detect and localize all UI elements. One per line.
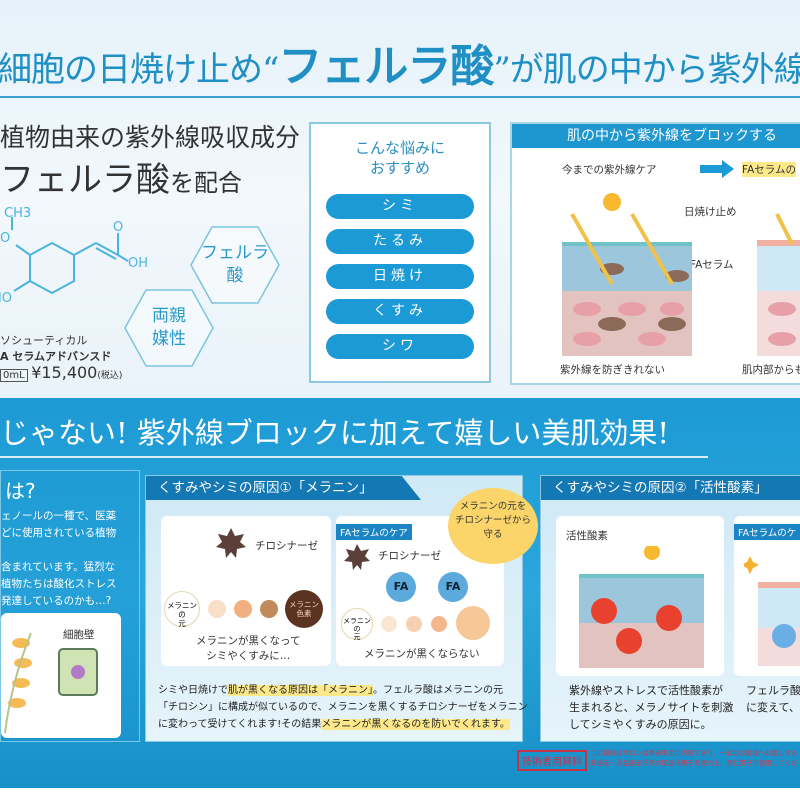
technician-material-stamp: 技術者用資料 bbox=[517, 750, 587, 771]
hex-badge-amphiphilic: 両親媒性 bbox=[124, 288, 214, 368]
concern-pill: シミ bbox=[326, 194, 474, 219]
ros-care-card: FAセラムのケ bbox=[734, 516, 800, 676]
divider bbox=[0, 456, 708, 458]
wheat-icon bbox=[4, 632, 32, 733]
cause2-tab: くすみやシミの原因②「活性酸素」 bbox=[541, 476, 800, 500]
ferulic-acid-molecule-icon: O CH3 O OH HO bbox=[0, 206, 148, 306]
cause2-description: 紫外線やストレスで活性酸素が生まれると、メラノサイトを刺激してシミやくすみの原因… bbox=[569, 684, 734, 731]
plant-cell-card: 細胞壁 bbox=[1, 613, 121, 738]
svg-text:CH3: CH3 bbox=[4, 206, 31, 221]
hex-badge-ferulic: フェルラ酸 bbox=[190, 225, 280, 305]
concern-pill: くすみ bbox=[326, 299, 474, 324]
concern-pill: シワ bbox=[326, 334, 474, 359]
skin-layers-illustration bbox=[562, 193, 800, 356]
svg-text:HO: HO bbox=[0, 291, 12, 306]
speech-bubble: メラニンの元をチロシナーゼから守る bbox=[448, 488, 538, 564]
about-ferulic-panel: は? ェノールの一種で、医薬 どに使用されている植物 含まれています。猛烈な 植… bbox=[0, 470, 140, 742]
recommended-concerns-box: こんな悩みにおすすめ シミ たるみ 日焼け くすみ シワ bbox=[309, 122, 491, 383]
concern-pill: 日焼け bbox=[326, 264, 474, 289]
svg-text:OH: OH bbox=[128, 256, 148, 271]
melanin-before-card: チロシナーゼ メラニンの元 メラニン色素 メラニンが黒くなってシミやくすみに… bbox=[161, 516, 331, 666]
cause2-panel: くすみやシミの原因②「活性酸素」 活性酸素 FAセラムのケ 紫外線やストレスで活… bbox=[540, 475, 800, 742]
page-title: 細胞の日焼け止め“フェルラ酸”が肌の中から紫外線ブ bbox=[0, 41, 800, 92]
ros-card: 活性酸素 bbox=[556, 516, 724, 676]
diagram-header: 肌の中から紫外線をブロックする bbox=[512, 124, 800, 148]
uv-block-diagram: 肌の中から紫外線をブロックする 今までの紫外線ケア FAセラムの 日焼け止め F… bbox=[510, 122, 800, 385]
divider bbox=[0, 96, 800, 98]
arrow-right-icon bbox=[700, 160, 734, 178]
intro-line1: 植物由来の紫外線吸収成分 bbox=[0, 123, 301, 152]
svg-text:O: O bbox=[113, 220, 123, 235]
skin-ros-illustration bbox=[579, 546, 704, 668]
disclaimer: この資料はサロン従事者専用の内容であり、一般のお客様へお渡しする薬機法・景品表示… bbox=[590, 749, 798, 767]
benefits-title: じゃない! 紫外線ブロックに加えて嬉しい美肌効果! bbox=[0, 416, 670, 450]
melanin-pigment: メラニン色素 bbox=[285, 590, 323, 628]
svg-text:O: O bbox=[0, 231, 10, 246]
tyrosinase-icon bbox=[216, 528, 246, 558]
product-info: ソシューティカル A セラムアドバンスド 0mL ¥15,400(税込) bbox=[0, 334, 123, 382]
cause1-tab: くすみやシミの原因①「メラニン」 bbox=[146, 476, 421, 500]
tyrosinase-icon bbox=[344, 544, 370, 570]
concern-pill: たるみ bbox=[326, 229, 474, 254]
cell-icon bbox=[58, 648, 98, 696]
intro-line2: フェルラ酸を配合 bbox=[0, 160, 242, 200]
melanin-source: メラニンの元 bbox=[164, 591, 200, 628]
cause1-description: シミや日焼けで肌が黒くなる原因は「メラニン」。フェルラ酸はメラニンの元 「チロシ… bbox=[158, 685, 528, 730]
